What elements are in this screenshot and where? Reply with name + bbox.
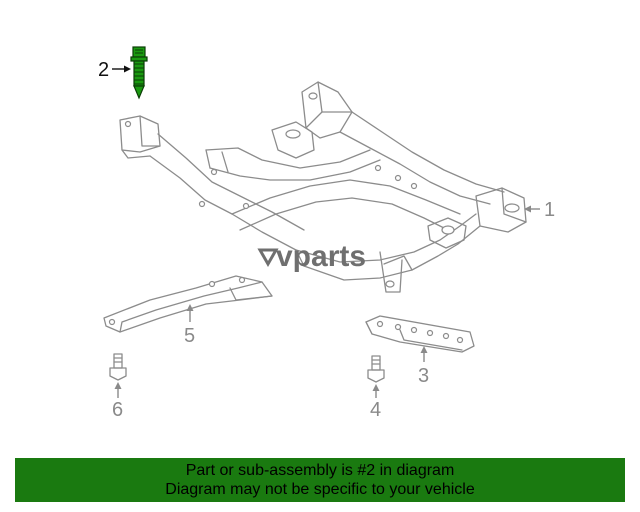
callout-3: 3 bbox=[418, 365, 429, 387]
part-4-bolt[interactable] bbox=[367, 355, 385, 383]
callout-6: 6 bbox=[112, 399, 123, 421]
leader-5-arrow bbox=[186, 304, 194, 311]
callout-5: 5 bbox=[184, 325, 195, 347]
callout-2: 2 bbox=[98, 59, 109, 81]
leader-4-arrow bbox=[372, 384, 380, 391]
part-6-bolt[interactable] bbox=[109, 353, 127, 381]
info-banner: Part or sub-assembly is #2 in diagram Di… bbox=[15, 458, 625, 502]
leader-3-arrow bbox=[420, 346, 428, 353]
callout-1: 1 bbox=[544, 199, 555, 221]
callout-4: 4 bbox=[370, 399, 381, 421]
watermark-text: vparts bbox=[276, 240, 366, 273]
leader-2-arrow bbox=[124, 65, 131, 73]
leader-1-arrow bbox=[524, 205, 531, 213]
banner-line-2: Diagram may not be specific to your vehi… bbox=[165, 481, 475, 498]
part-3-plate[interactable] bbox=[365, 315, 475, 353]
leader-6-arrow bbox=[114, 382, 122, 389]
part-5-bracket[interactable] bbox=[103, 275, 273, 333]
banner-line-1: Part or sub-assembly is #2 in diagram bbox=[185, 462, 455, 479]
part-1-crossmember[interactable] bbox=[119, 81, 527, 293]
part-2-bolt[interactable] bbox=[130, 46, 148, 100]
watermark: vparts bbox=[257, 240, 366, 273]
